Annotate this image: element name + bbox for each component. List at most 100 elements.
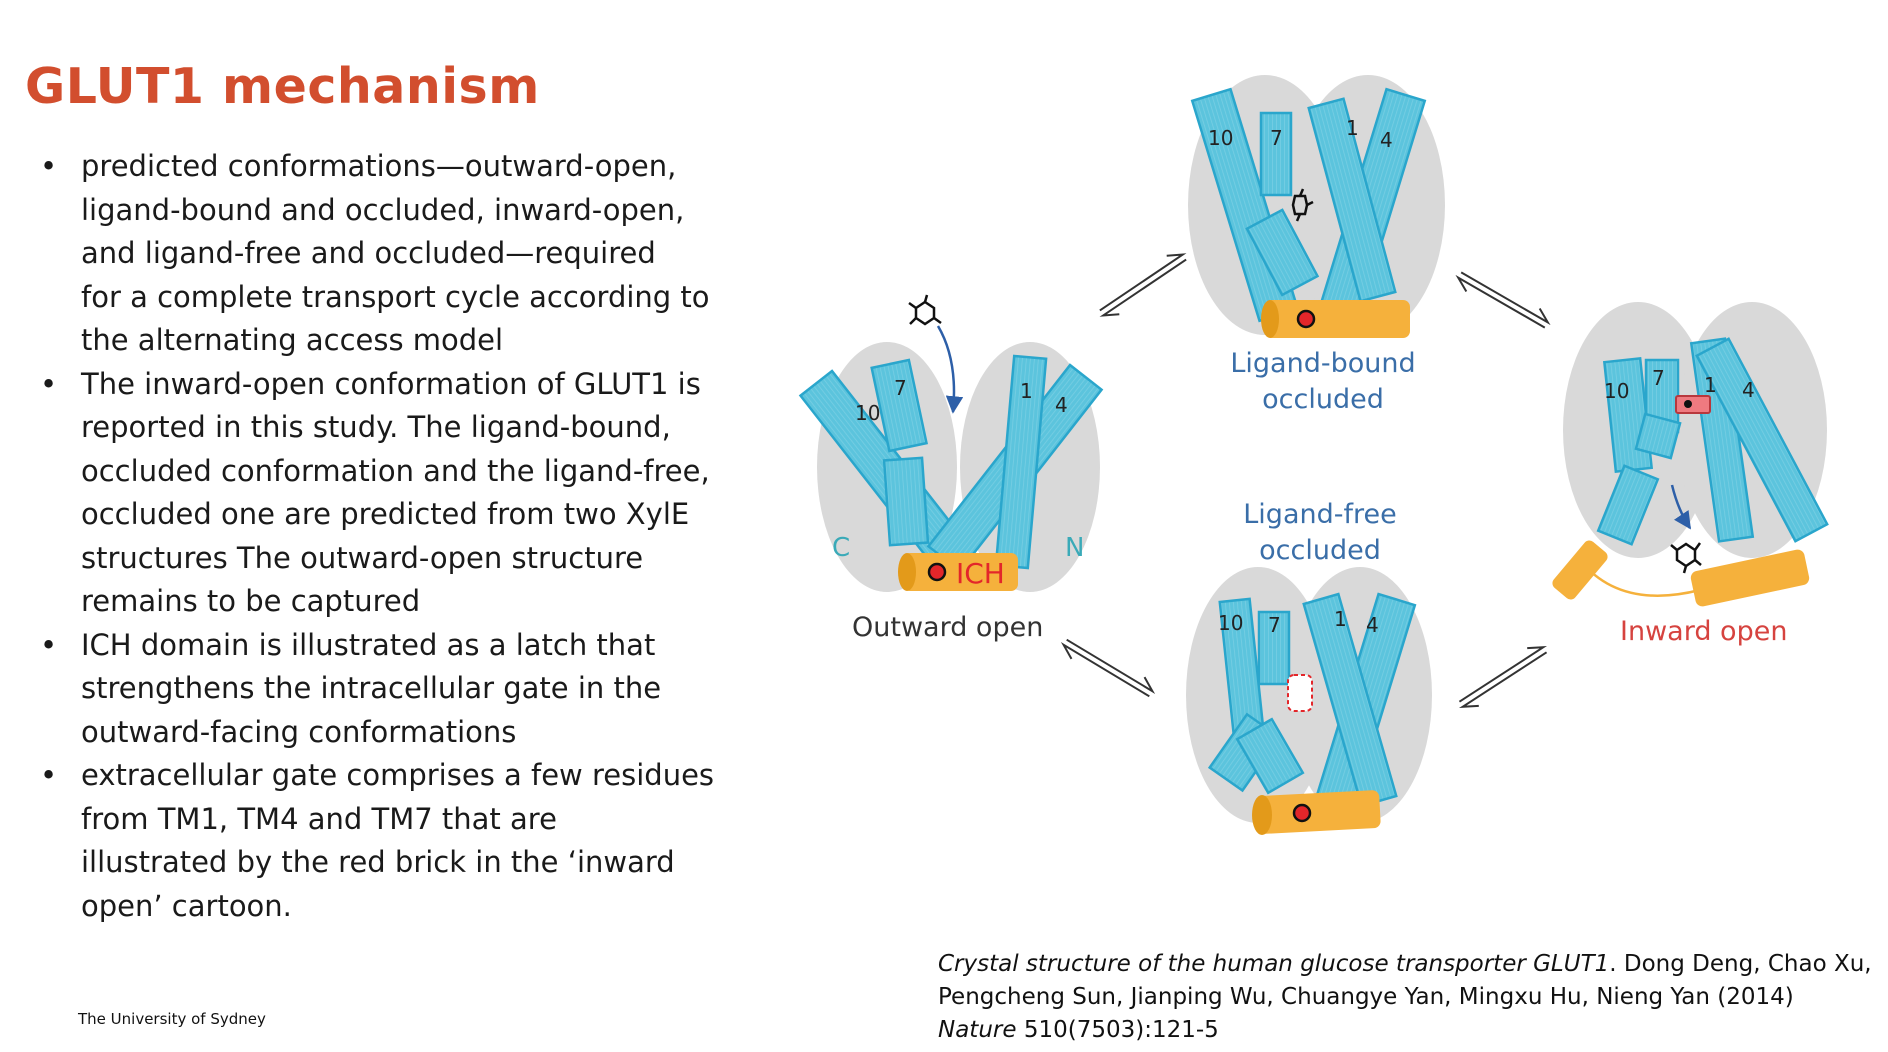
helix-tm7 — [1235, 610, 1305, 795]
equilibrium-arrow-bottom-left — [1060, 638, 1156, 698]
helix-label: 4 — [1055, 393, 1068, 417]
footer-university: The University of Sydney — [78, 1010, 266, 1028]
ich-latch — [1252, 790, 1381, 835]
slide-title: GLUT1 mechanism — [25, 58, 540, 115]
helix-tm1 — [1307, 97, 1397, 303]
state-label-outward-open: Outward open — [852, 612, 1043, 643]
state-label-line: Ligand-free — [1243, 499, 1396, 530]
helix-label: 1 — [1020, 379, 1033, 403]
empty-binding-site — [1287, 674, 1313, 712]
helix-tm7 — [1245, 111, 1320, 297]
bullet-line: occluded one are predicted from two XylE — [81, 497, 690, 531]
bullet-line: predicted conformations—outward-open, — [81, 149, 677, 183]
bullet-line: ICH domain is illustrated as a latch tha… — [81, 627, 656, 662]
state-ligand-bound: 10 7 1 4 Ligand-bound occluded — [1188, 75, 1445, 415]
ich-cap — [1252, 795, 1272, 835]
ich-dot — [1292, 803, 1312, 823]
helix-label: 7 — [1652, 366, 1665, 390]
bullet-line: occluded conformation and the ligand-fre… — [81, 453, 710, 488]
bullet-marker: • — [40, 149, 58, 183]
bullet-line: The inward-open conformation of GLUT1 is — [81, 366, 701, 401]
bullet-line: illustrated by the red brick in the ‘inw… — [81, 845, 675, 879]
bound-glucose-icon — [1291, 188, 1314, 222]
ich-cap — [1261, 300, 1279, 338]
bullet-line: ligand-bound and occluded, inward-open, — [81, 192, 685, 227]
bullet-line: open’ cartoon. — [81, 888, 292, 923]
helix-tm7 — [870, 358, 930, 547]
ich-cap — [898, 553, 916, 591]
helix-outline — [1259, 111, 1293, 197]
ich-domain — [903, 553, 1018, 591]
bullet-line: the alternating access model — [81, 323, 504, 357]
state-label-line: Ligand-bound — [1230, 348, 1415, 379]
gate-brick-shape — [1675, 395, 1711, 414]
helix-outline — [1257, 610, 1291, 686]
state-label-inward-open: Inward open — [1620, 616, 1787, 647]
helix-tm4 — [1695, 337, 1829, 543]
helix-label: 7 — [1270, 126, 1283, 150]
bullet-list: • predicted conformations—outward-open, li… — [40, 145, 740, 928]
ich-dot — [1296, 309, 1316, 329]
bullet-line: and ligand-free and occluded—required — [81, 236, 656, 270]
helix-outline — [882, 456, 930, 547]
ich-latch — [1690, 549, 1810, 607]
helix-label: 4 — [1380, 128, 1393, 152]
ich-latch: ICH — [898, 553, 1018, 591]
bullet-item: • predicted conformations—outward-open, li… — [40, 145, 740, 363]
helix-label: 1 — [1346, 116, 1359, 140]
helix-outline — [1307, 97, 1397, 303]
citation-volume: 510(7503):121-5 — [1016, 1017, 1219, 1043]
helix-outline — [870, 358, 929, 453]
equilibrium-arrow-bottom-right — [1458, 646, 1548, 708]
ich-swung-left — [1552, 540, 1608, 600]
n-terminus-label: N — [1065, 533, 1084, 563]
ich-dot — [927, 562, 947, 582]
helix-label: 10 — [1218, 611, 1243, 635]
citation-journal: Nature — [938, 1017, 1017, 1043]
bullet-line: reported in this study. The ligand-bound… — [81, 410, 671, 444]
helix-outline — [1634, 412, 1682, 460]
state-inward-open: 10 7 1 4 Inward open — [1552, 302, 1829, 647]
state-label-line: occluded — [1259, 535, 1381, 566]
ich-label: ICH — [956, 557, 1005, 590]
ich-domain — [1265, 300, 1410, 338]
state-outward-open: 10 7 1 4 ICH C N Outward open — [798, 294, 1104, 643]
helix-label: 10 — [855, 401, 880, 425]
bullet-marker: • — [40, 366, 58, 401]
gate-brick-dot — [1684, 400, 1692, 408]
helix-outline — [1695, 337, 1829, 543]
helix-outline — [1596, 464, 1660, 546]
state-label-line: occluded — [1262, 384, 1384, 415]
bullet-line: from TM1, TM4 and TM7 that are — [81, 801, 557, 836]
equilibrium-arrow-top-right — [1455, 271, 1551, 329]
bullet-line: strengthens the intracellular gate in th… — [81, 671, 662, 705]
ich-latch — [1261, 300, 1410, 338]
helix-label: 10 — [1604, 379, 1629, 403]
helix-outline — [1245, 208, 1320, 297]
bullet-line: remains to be captured — [81, 584, 421, 618]
extracellular-gate-brick — [1675, 395, 1711, 414]
helix-label: 1 — [1334, 607, 1347, 631]
ich-domain — [1257, 790, 1381, 834]
ich-domain — [1690, 549, 1810, 607]
released-glucose-icon — [1670, 542, 1702, 574]
bullet-item: • The inward-open conformation of GLUT1 i… — [40, 363, 740, 624]
helix-tm7 — [1634, 358, 1682, 460]
glucose-molecule-icon — [908, 294, 942, 326]
bullet-marker: • — [40, 758, 58, 792]
c-terminus-label: C — [832, 533, 850, 563]
bullet-line: extracellular gate comprises a few resid… — [81, 758, 715, 792]
helix-outline — [1689, 337, 1755, 543]
helix-label: 7 — [894, 376, 907, 400]
helix-label: 1 — [1704, 373, 1717, 397]
state-ligand-free: 10 7 1 4 Ligand-free occluded — [1186, 499, 1432, 835]
substrate-release-arrow — [1670, 484, 1692, 530]
bullet-line: for a complete transport cycle according… — [81, 279, 710, 314]
ich-domain — [1552, 540, 1608, 600]
helix-label: 10 — [1208, 126, 1233, 150]
helix-label: 4 — [1366, 613, 1379, 637]
bullet-marker: • — [40, 627, 58, 662]
bullet-line: structures The outward-open structure — [81, 540, 644, 575]
